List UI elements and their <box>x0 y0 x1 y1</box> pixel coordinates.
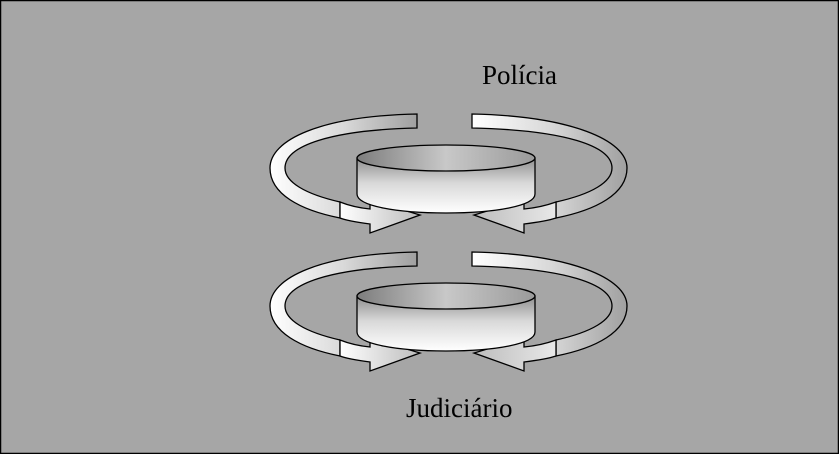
judiciary-label: Judiciário <box>406 393 512 423</box>
police-label: Polícia <box>482 60 557 90</box>
